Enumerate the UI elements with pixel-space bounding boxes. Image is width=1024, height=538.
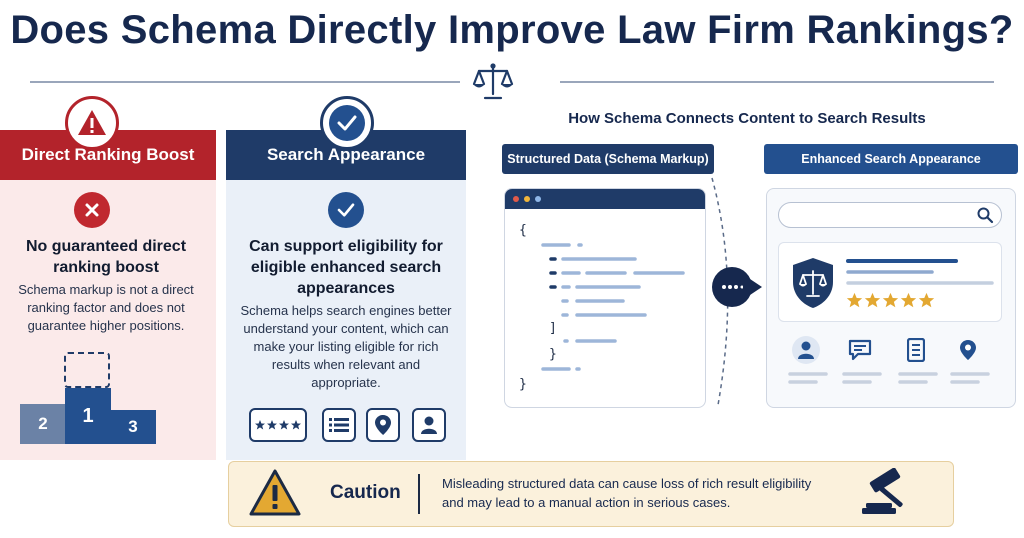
stars-icon — [249, 408, 307, 442]
user-icon — [412, 408, 446, 442]
caution-label: Caution — [330, 482, 401, 503]
left-heading: No guaranteed direct ranking boost — [25, 238, 187, 276]
window-dot-red — [513, 196, 519, 202]
podium-second: 2 — [20, 404, 66, 444]
list-icon — [322, 408, 356, 442]
code-open-brace: { — [519, 223, 527, 238]
podium-first: 1 — [65, 388, 111, 444]
scales-icon — [472, 60, 514, 102]
star-icon — [846, 292, 863, 308]
code-close-brace: } — [549, 347, 557, 362]
check-badge-icon — [320, 96, 374, 150]
caution-divider — [418, 474, 420, 514]
title-divider-right — [560, 81, 994, 83]
caution-warning-icon — [248, 468, 302, 518]
code-close-bracket: ] — [549, 321, 557, 336]
rating-stars — [846, 292, 935, 310]
connector-line — [711, 177, 729, 406]
search-icon[interactable] — [976, 206, 994, 224]
star-icon — [864, 292, 881, 308]
check-icon — [328, 192, 364, 228]
left-body: Schema markup is not a direct ranking fa… — [18, 282, 194, 333]
title-divider-left — [30, 81, 460, 83]
star-icon — [918, 292, 935, 308]
right-heading: How Schema Connects Content to Search Re… — [568, 110, 926, 127]
location-pin-icon — [954, 336, 982, 364]
warning-icon — [65, 96, 119, 150]
shield-scales-icon — [790, 256, 836, 310]
middle-heading: Can support eligibility for eligible enh… — [249, 238, 443, 297]
direct-ranking-header: Direct Ranking Boost — [0, 130, 216, 180]
chat-icon — [846, 336, 874, 364]
caution-bar — [228, 461, 954, 527]
podium-third: 3 — [110, 410, 156, 444]
caution-text: Misleading structured data can cause los… — [442, 476, 812, 510]
star-icon — [882, 292, 899, 308]
connector-dots-icon — [712, 267, 752, 307]
structured-data-label: Structured Data (Schema Markup) — [502, 144, 714, 174]
window-dot-yellow — [524, 196, 530, 202]
connector-arrow-icon — [750, 279, 762, 295]
search-bar[interactable] — [778, 202, 1002, 228]
person-icon — [792, 336, 820, 364]
middle-body: Schema helps search engines better under… — [240, 303, 452, 390]
search-appearance-panel — [226, 130, 466, 460]
podium-dashed-outline — [64, 352, 110, 388]
result-lines — [846, 259, 994, 285]
page-title: Does Schema Directly Improve Law Firm Ra… — [10, 8, 1014, 52]
gavel-icon — [856, 467, 916, 518]
x-mark-icon — [74, 192, 110, 228]
star-icon — [900, 292, 917, 308]
enhanced-search-label: Enhanced Search Appearance — [764, 144, 1018, 174]
code-outer-close: } — [519, 377, 527, 392]
code-window: { ] } } — [504, 188, 706, 408]
window-dot-blue — [535, 196, 541, 202]
code-lines — [541, 243, 685, 371]
document-icon — [902, 336, 930, 364]
code-window-titlebar — [505, 189, 705, 209]
map-pin-icon — [366, 408, 400, 442]
feature-placeholder-lines — [788, 372, 990, 384]
